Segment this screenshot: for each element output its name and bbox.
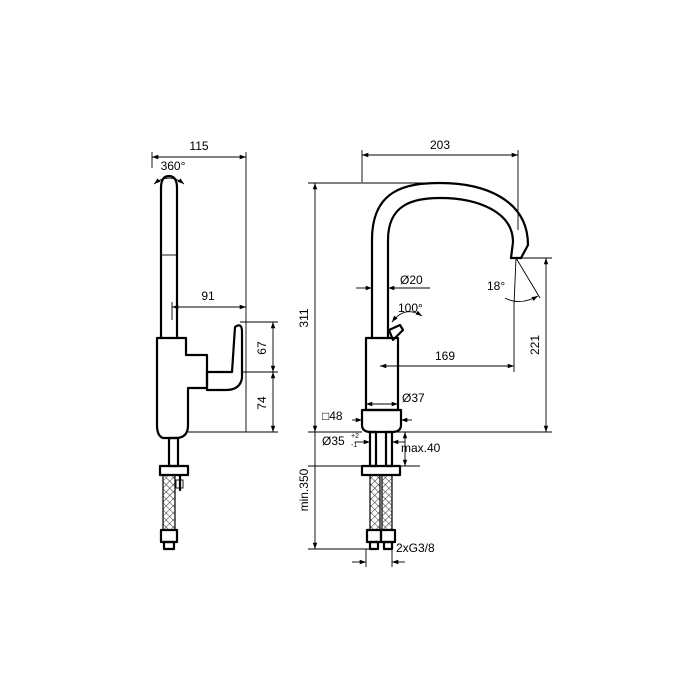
dim-100deg: 100° <box>398 301 423 315</box>
dim-sq48: □48 <box>322 409 343 423</box>
dim-d35-tol-minus: -1 <box>351 442 357 449</box>
dim-18deg: 18° <box>487 279 505 293</box>
dim-360: 360° <box>161 159 186 173</box>
dim-d35-tol-plus: +2 <box>351 433 359 440</box>
dim-91: 91 <box>201 289 215 303</box>
side-view: 115 360° 91 67 74 <box>151 139 278 551</box>
dim-d37: Ø37 <box>402 391 425 405</box>
dim-311: 311 <box>297 308 311 327</box>
dim-max40: max.40 <box>401 441 441 455</box>
front-view: 203 311 221 18° 169 Ø20 100° Ø37 □4 <box>297 138 552 567</box>
dim-67: 67 <box>255 341 269 355</box>
dim-2xg38: 2xG3/8 <box>396 541 435 555</box>
side-faucet-outline <box>155 174 244 551</box>
dim-115: 115 <box>189 139 208 153</box>
dim-221: 221 <box>528 335 542 355</box>
dim-min350: min.350 <box>297 468 311 511</box>
dim-169: 169 <box>435 349 455 363</box>
dim-74: 74 <box>255 396 269 410</box>
dim-d35: Ø35 <box>322 434 345 448</box>
dim-203: 203 <box>430 138 450 152</box>
dim-d20: Ø20 <box>400 273 423 287</box>
